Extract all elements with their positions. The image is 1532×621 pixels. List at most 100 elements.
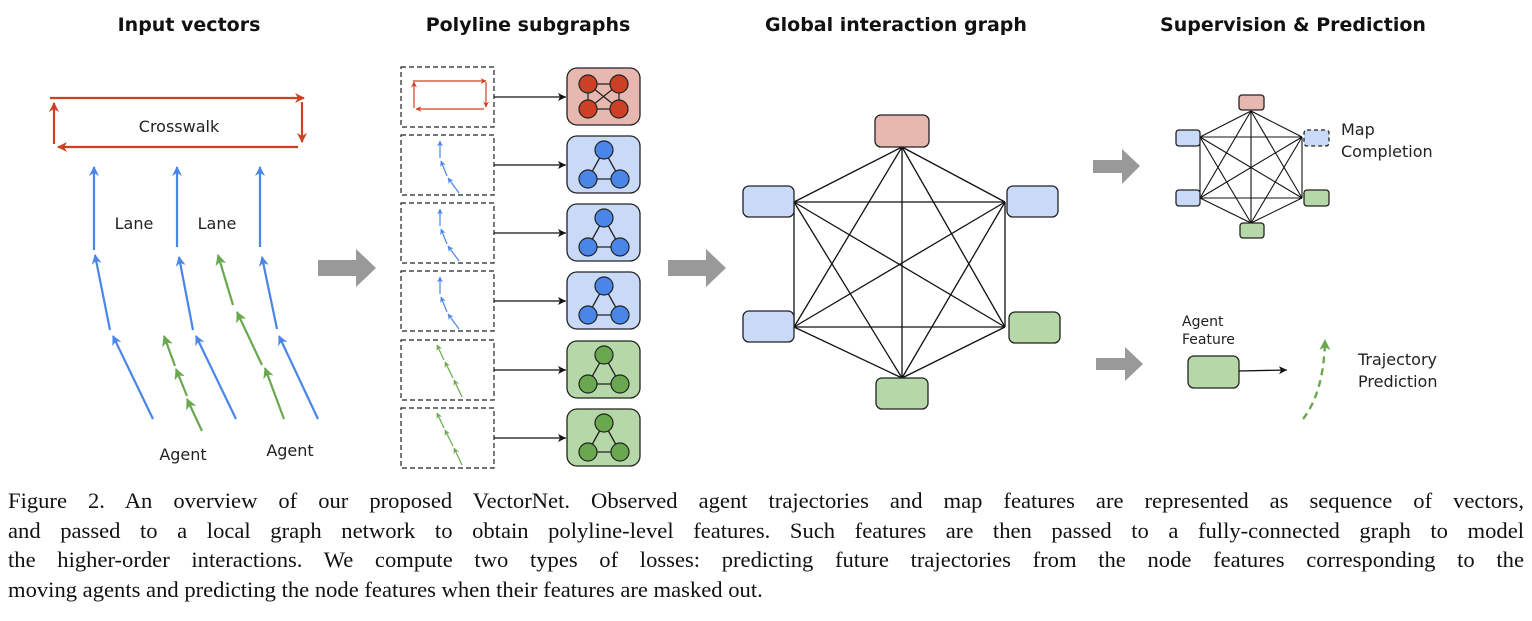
flow-arrow-icon-3 [1093, 149, 1140, 184]
subgraph-node [609, 74, 629, 94]
caption-line-3: the higher-order interactions. We comput… [8, 547, 1524, 572]
polyline-dashed-box [400, 339, 495, 401]
global-interaction-graph [742, 114, 1061, 410]
agent-vector [453, 379, 463, 398]
polyline-dashed-box [400, 134, 495, 196]
subgraph-node [594, 208, 614, 228]
agent-vector [436, 344, 445, 361]
agent-trajectory-2 [215, 254, 286, 420]
graph-edge [901, 146, 1006, 203]
lane-label-2: Lane [198, 214, 237, 233]
graph-edge [793, 146, 903, 328]
graph-node-lane [1175, 189, 1201, 207]
polyline-dashed-box [400, 407, 495, 469]
agent-vector [444, 361, 454, 379]
agent-feature-label-line2: Feature [1182, 332, 1235, 348]
agent-feature-label-line1: Agent [1182, 314, 1224, 330]
subgraph-node [578, 169, 598, 189]
lane-vector [447, 313, 460, 330]
subgraph-row-crosswalk [400, 66, 641, 128]
lane-vector [440, 296, 448, 313]
graph-edge [1250, 136, 1303, 224]
graph-edge [1199, 110, 1252, 199]
trajectory-prediction-label-line1: Trajectory [1357, 350, 1437, 369]
flow-arrow-icon-2 [668, 249, 726, 287]
subgraph-node [610, 374, 630, 394]
lane-polyline-left [89, 166, 154, 420]
lane-vector [440, 160, 448, 177]
vectornet-diagram: Input vectors Polyline subgraphs Global … [49, 14, 1437, 469]
panel-title-polyline-subgraphs: Polyline subgraphs [426, 14, 631, 36]
graph-edge [1199, 197, 1252, 224]
graph-edge [793, 146, 903, 203]
subgraph-node [610, 169, 630, 189]
graph-edge [1250, 197, 1303, 224]
agent-vector [444, 429, 454, 447]
graph-edge [1199, 110, 1252, 138]
agent-label-2: Agent [266, 441, 313, 460]
caption-line-2: and passed to a local graph network to o… [8, 517, 1524, 543]
map-completion-label-line2: Completion [1341, 142, 1433, 161]
polyline-dashed-box [400, 66, 495, 128]
polyline-subgraphs [400, 66, 641, 469]
masked-node-lane [1303, 129, 1330, 147]
graph-edge [1199, 136, 1303, 199]
agent-vector [453, 447, 463, 466]
panel-title-input-vectors: Input vectors [118, 14, 261, 36]
graph-node-lane [1006, 185, 1059, 218]
agent-trajectory-1 [162, 335, 203, 432]
lane-vector [447, 245, 460, 262]
map-completion-graph [1175, 94, 1330, 239]
subgraph-node [610, 237, 630, 257]
subgraph-row-lane [400, 202, 641, 264]
subgraph-node [594, 345, 614, 365]
agent-feature-node [1187, 355, 1240, 389]
subgraph-row-agent [400, 339, 641, 401]
agent-label-1: Agent [159, 445, 206, 464]
subgraph-node [610, 305, 630, 325]
graph-node-agent [1239, 222, 1265, 239]
caption-line-1: Figure 2. An overview of our proposed Ve… [8, 488, 1524, 513]
graph-edge [901, 326, 1006, 379]
lane-vector [440, 228, 448, 245]
polyline-dashed-box [400, 202, 495, 264]
subgraph-row-lane [400, 270, 641, 332]
subgraph-node [578, 99, 598, 119]
subgraph-node [594, 140, 614, 160]
subgraph-node [594, 276, 614, 296]
graph-node-agent [875, 377, 929, 410]
graph-node-lane [1175, 129, 1201, 147]
flow-arrow-icon-1 [318, 249, 376, 287]
subgraph-node [578, 305, 598, 325]
graph-node-crosswalk [1238, 94, 1265, 111]
map-completion-label-line1: Map [1341, 120, 1375, 139]
trajectory-prediction-label-line2: Prediction [1358, 372, 1437, 391]
graph-edge [1250, 110, 1303, 138]
panel-title-global-interaction-graph: Global interaction graph [765, 14, 1027, 36]
graph-node-lane [742, 310, 795, 343]
graph-node-agent [1303, 189, 1330, 207]
graph-node-agent [1008, 311, 1061, 344]
subgraph-node [609, 99, 629, 119]
lane-label-1: Lane [115, 214, 154, 233]
agent-feature-output-arrow [1238, 366, 1288, 375]
panel-title-supervision-prediction: Supervision & Prediction [1160, 14, 1426, 36]
lane-vector [447, 177, 460, 194]
agent-vector [436, 412, 445, 429]
caption-line-4: moving agents and predicting the node fe… [8, 576, 763, 602]
subgraph-node [610, 442, 630, 462]
graph-edge [1250, 110, 1303, 199]
graph-node-crosswalk [874, 114, 930, 148]
graph-edge [901, 201, 1006, 379]
subgraph-row-agent [400, 407, 641, 469]
graph-node-lane [742, 185, 795, 218]
lane-polyline-right [255, 166, 319, 420]
subgraph-row-lane [400, 134, 641, 196]
graph-edge [793, 201, 1006, 328]
polyline-dashed-box [400, 270, 495, 332]
subgraph-node [594, 413, 614, 433]
predicted-trajectory-dashed [1302, 339, 1331, 420]
subgraph-node [578, 374, 598, 394]
flow-arrow-icon-4 [1096, 347, 1143, 381]
subgraph-node [578, 74, 598, 94]
